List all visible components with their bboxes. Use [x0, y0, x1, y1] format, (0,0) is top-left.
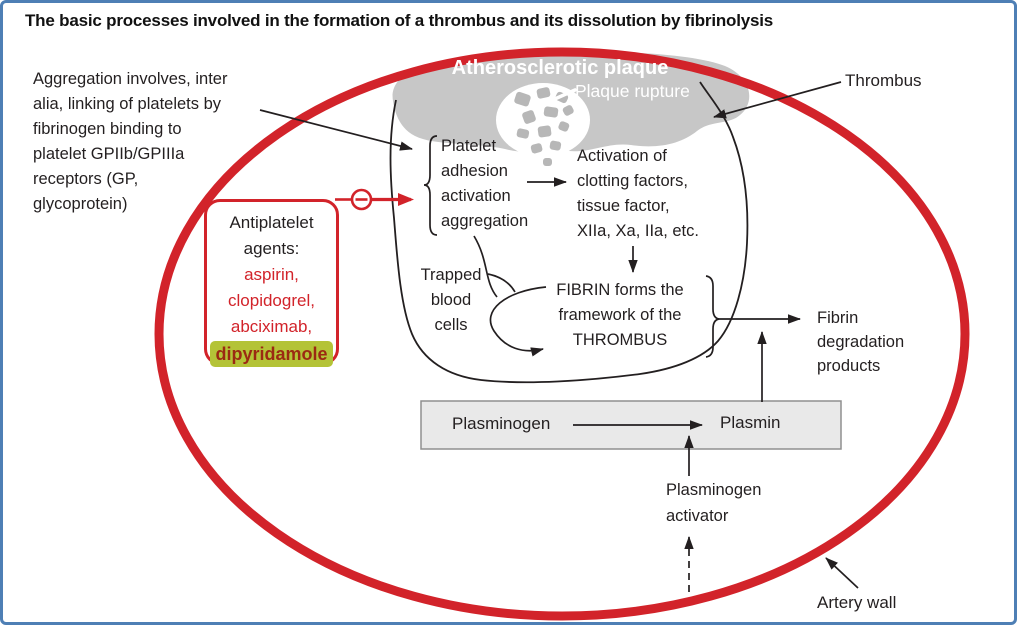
- aggregation-note: Aggregation involves, inter alia, linkin…: [33, 70, 228, 213]
- plasminogen-label: Plasminogen: [452, 414, 551, 433]
- platelet-steps-label: Platelet adhesion activation aggregation: [441, 137, 529, 230]
- fibrin-framework-label: FIBRIN forms the framework of the THROMB…: [556, 281, 684, 349]
- artery-wall-pointer-arrow: [825, 557, 859, 589]
- curve-into-fibrin-arrow: [489, 286, 547, 357]
- platelet-steps-brace: [423, 135, 438, 236]
- thrombus-pointer-arrow: [713, 81, 842, 119]
- diagram-canvas: [154, 47, 970, 621]
- antiplatelet-agents-box: Antiplatelet agents: aspirin, clopidogre…: [204, 199, 339, 367]
- trapped-cells-curve: [487, 273, 516, 293]
- artery-wall-ellipse: [154, 47, 970, 621]
- drug-clopidogrel: clopidogrel,: [228, 291, 315, 310]
- aggregation-down-curve: [473, 235, 498, 298]
- plaque-rupture-pointer-line: [546, 88, 577, 104]
- fibrin-degradation-label: Fibrin degradation products: [817, 309, 905, 375]
- drug-aspirin: aspirin,: [244, 265, 299, 284]
- trapped-blood-cells-label: Trapped blood cells: [420, 266, 482, 334]
- inhibition-icon: [335, 188, 414, 211]
- thrombus-label: Thrombus: [845, 71, 922, 90]
- drug-abciximab: abciximab,: [230, 317, 313, 336]
- clotting-activation-label: Activation of clotting factors, tissue f…: [577, 147, 699, 240]
- thrombus-outline: [389, 81, 749, 384]
- plasmin-label: Plasmin: [720, 413, 781, 432]
- plaque-rupture-debris: [514, 87, 574, 166]
- plasminogen-activator-label: Plasminogen activator: [666, 481, 762, 525]
- antiplatelet-heading: Antiplatelet agents:: [229, 213, 314, 258]
- drug-dipyridamole-highlighted: dipyridamole: [210, 341, 333, 367]
- note-to-platelet-arrow: [259, 109, 413, 151]
- diagram-title: The basic processes involved in the form…: [25, 11, 774, 30]
- artery-wall-label: Artery wall: [817, 593, 897, 612]
- atherosclerotic-plaque-label: Atherosclerotic plaque: [451, 57, 669, 79]
- plaque-rupture-label: Plaque rupture: [575, 81, 690, 101]
- fibrin-brace: [705, 275, 720, 358]
